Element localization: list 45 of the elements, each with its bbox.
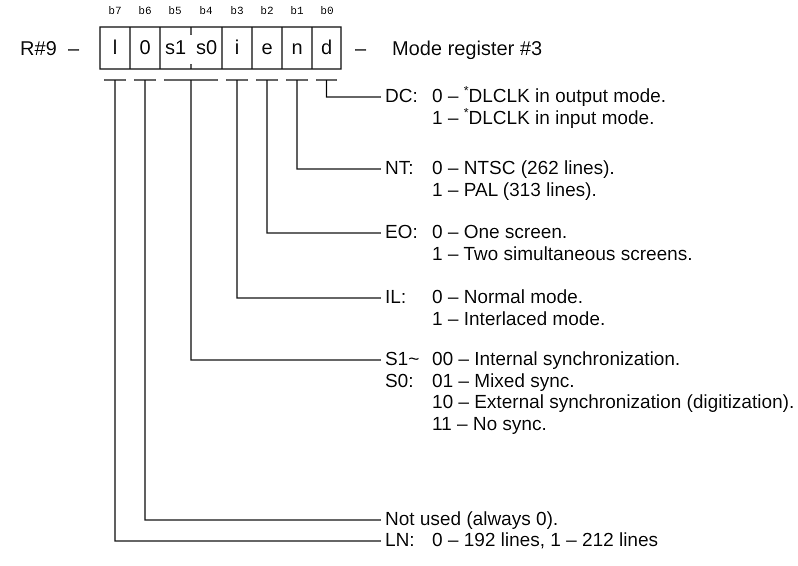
bit-field: d bbox=[312, 27, 341, 69]
leader-line bbox=[225, 79, 382, 299]
bit-field: i bbox=[222, 27, 252, 69]
value-description: 0 – One screen. bbox=[432, 222, 568, 244]
leader-line bbox=[255, 79, 382, 234]
field-name: LN: bbox=[385, 530, 416, 552]
field-name: S1~ S0: bbox=[385, 349, 420, 392]
description-text: Not used (always 0). bbox=[385, 509, 560, 531]
register-name: R#9 bbox=[20, 38, 57, 61]
value-description: 0 – NTSC (262 lines). bbox=[432, 158, 616, 180]
bit-field: l bbox=[100, 27, 130, 69]
leader-line bbox=[315, 79, 382, 98]
leader-line bbox=[163, 79, 382, 361]
value-description: 1 – $^{*}$DLCLK in input mode. bbox=[432, 108, 656, 130]
field-name: EO: bbox=[385, 222, 419, 246]
bit-number: b5 bbox=[167, 6, 183, 18]
bit-number: b7 bbox=[107, 6, 123, 18]
bit-field: 0 bbox=[130, 27, 160, 69]
value-description: 0 – $^{*}$DLCLK in output mode. bbox=[432, 86, 668, 108]
value-description: 01 – Mixed sync. bbox=[432, 370, 576, 392]
value-description: 11 – No sync. bbox=[432, 414, 548, 436]
separator-dash: – bbox=[68, 38, 80, 61]
bit-field: s1 bbox=[160, 27, 191, 69]
separator-dash: – bbox=[355, 38, 366, 61]
bit-number: b6 bbox=[137, 6, 153, 18]
bit-number: b2 bbox=[259, 6, 275, 18]
leader-line bbox=[285, 79, 382, 170]
value-description: 1 – Two simultaneous screens. bbox=[432, 244, 694, 266]
value-description: 0 – Normal mode. bbox=[432, 287, 584, 309]
value-description: 10 – External synchronization (digitization). bbox=[432, 392, 796, 414]
register-description: Mode register #3 bbox=[392, 38, 542, 61]
field-name: IL: bbox=[385, 287, 408, 310]
value-description: 00 – Internal synchronization. bbox=[432, 349, 682, 371]
bit-number: b1 bbox=[289, 6, 305, 18]
bit-number: b0 bbox=[319, 6, 335, 18]
field-name: DC: bbox=[385, 86, 419, 110]
field-name: NT: bbox=[385, 158, 414, 182]
bit-field: n bbox=[282, 27, 312, 69]
bit-number: b3 bbox=[229, 6, 245, 18]
bit-number: b4 bbox=[198, 6, 214, 18]
value-description: 1 – PAL (313 lines). bbox=[432, 180, 598, 202]
value-description: 0 – 192 lines, 1 – 212 lines bbox=[432, 530, 660, 552]
bit-field: e bbox=[252, 27, 282, 69]
bit-field: s0 bbox=[191, 27, 222, 69]
value-description: 1 – Interlaced mode. bbox=[432, 308, 606, 330]
